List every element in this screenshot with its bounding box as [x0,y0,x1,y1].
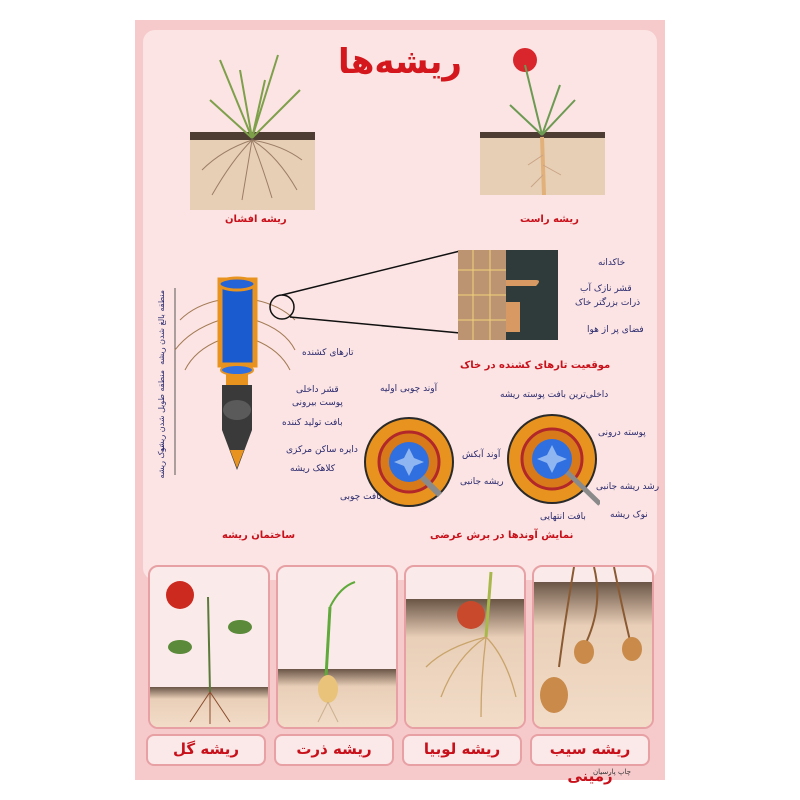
root-tip-zone-label: نوک ریشه [157,445,166,479]
root-hairs-label: تارهای کشنده [302,348,354,358]
panel-flower-root [148,565,270,729]
root-tip-label: نوک ریشه [610,510,648,520]
zoom-lines [269,250,461,334]
fibrous-root-label: ریشه افشان [225,214,287,225]
phloem-label: آوند آبکش [462,450,501,460]
cross-section-heading: نمایش آوندها در برش عرضی [430,530,574,541]
outer-epidermis-label: پوست بیرونی [292,398,343,408]
quiescent-center-label: دایره ساکن مرکزی [286,445,358,455]
root-structure-heading: ساختمان ریشه [222,530,296,541]
meristem-label: بافت تولید کننده [282,418,343,428]
publisher-label: چاپ پارسیان [593,768,631,776]
hibiscus-flower-icon [166,581,194,609]
endodermis-inner-label: داخلی‌ترین بافت پوسته ریشه [500,390,609,400]
caption-bean-root: ریشه لوبیا [402,734,522,766]
soil-aggregate-label: خاکدانه [598,258,626,268]
soil-position-heading: موقعیت تارهای کشنده در خاک [460,360,611,371]
soil-detail-illustration [458,250,558,340]
water-film-label: قشر نازک آب [580,284,632,294]
caption-corn-root: ریشه ذرت [274,734,394,766]
root-structure-illustration [174,276,296,475]
primary-xylem-label: آوند چوبی اولیه [380,384,438,394]
taproot-label: ریشه راست [520,214,579,225]
page-title: ریشه‌ها [338,42,462,82]
fibrous-root-illustration [190,54,315,210]
corn-seed-icon [318,675,338,703]
cross-section-right [507,414,600,506]
air-space-label: فضای پر از هوا [587,325,644,335]
bean-seed-icon [457,601,485,629]
lateral-root-growth-label: رشد ریشه جانبی [596,482,660,492]
root-cap-label: کلاهک ریشه [290,464,336,474]
lateral-root-label: ریشه جانبی [460,477,504,487]
panel-bean-root [404,565,526,729]
caption-flower-root: ریشه گل [146,734,266,766]
caption-potato-root: ریشه سیب زمینی [530,734,650,785]
endodermis-label: پوسته درونی [598,428,646,438]
panel-potato-root [532,565,654,729]
xylem-tissue-label: بافت چوبی [340,492,382,502]
panel-corn-root [276,565,398,729]
elongation-zone-label: منطقه طویل شدن ریشه [157,370,166,453]
potato-icon [540,677,568,713]
taproot-illustration [480,48,605,195]
poppy-flower-icon [513,48,537,72]
cross-section-left [364,417,454,507]
soil-particles-label: ذرات بزرگتر خاک [575,298,641,308]
maturation-zone-label: منطقه بالغ شدن ریشه [157,290,166,365]
terminal-tissue-label: بافت انتهایی [540,512,586,522]
inner-cortex-label: قشر داخلی [296,385,339,395]
